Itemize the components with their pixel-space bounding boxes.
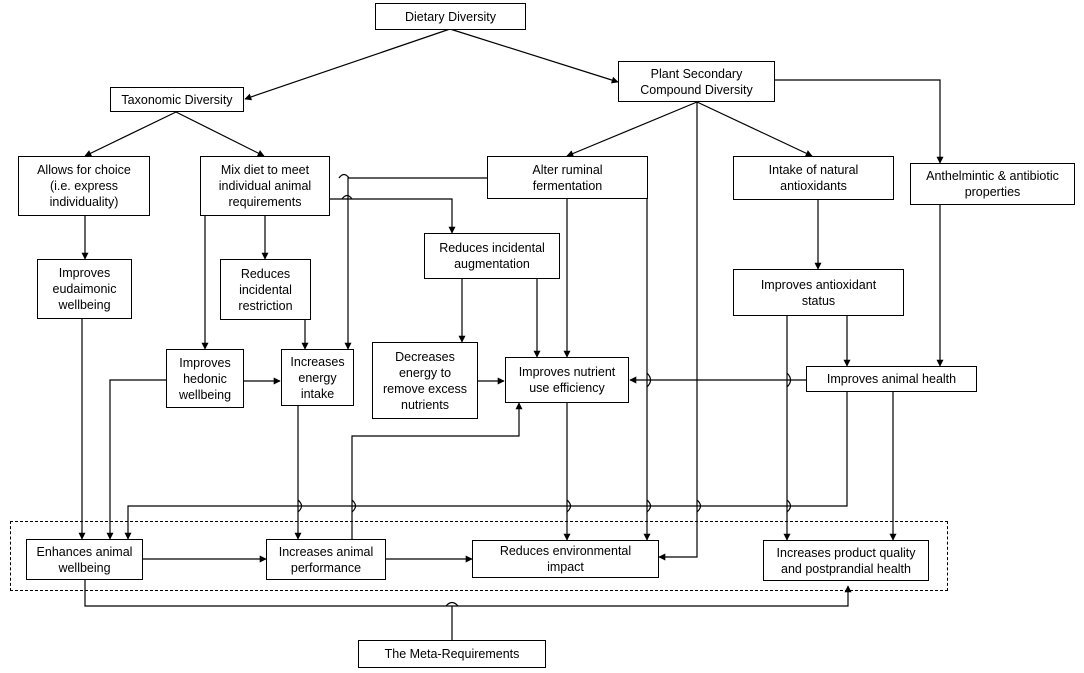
meta-requirements-group xyxy=(10,521,948,591)
edge-psc-to-antioxidants xyxy=(696,101,813,157)
node-decreases-energy: Decreases energy to remove excess nutrie… xyxy=(372,342,478,419)
edge-dietary-to-taxonomic xyxy=(244,28,451,101)
edge-ruminal-to-energyintake xyxy=(344,177,487,350)
node-intake-natural-antioxidants: Intake of natural antioxidants xyxy=(733,156,894,200)
node-reduces-environmental-impact: Reduces environmental impact xyxy=(472,540,659,578)
jump-mark xyxy=(696,499,702,513)
jump-mark xyxy=(341,194,353,200)
edge-taxonomic-to-choice xyxy=(84,111,177,157)
node-anthelmintic-antibiotic: Anthelmintic & antibiotic properties xyxy=(910,163,1075,205)
node-improves-nutrient-use-efficiency: Improves nutrient use efficiency xyxy=(505,357,629,403)
edge-psc-to-impact xyxy=(658,102,698,561)
edge-psc-to-ruminal xyxy=(566,101,698,157)
edge-mixdiet-to-augmentation xyxy=(330,198,456,234)
node-increases-energy-intake: Increases energy intake xyxy=(281,349,354,406)
node-plant-secondary-compound-diversity: Plant Secondary Compound Diversity xyxy=(618,61,775,102)
edge-performance-to-nutrient xyxy=(351,402,523,540)
node-enhances-animal-wellbeing: Enhances animal wellbeing xyxy=(26,539,143,580)
jump-mark xyxy=(566,499,572,513)
node-dietary-diversity: Dietary Diversity xyxy=(375,3,526,30)
edge-psc-to-anthelmintic xyxy=(775,79,944,164)
jump-mark xyxy=(351,499,357,513)
node-mix-diet: Mix diet to meet individual animal requi… xyxy=(200,156,330,216)
jump-mark xyxy=(646,372,652,388)
node-increases-product-quality: Increases product quality and postprandi… xyxy=(763,540,929,581)
node-improves-animal-health: Improves animal health xyxy=(806,366,977,392)
jump-mark xyxy=(445,601,459,607)
edge-meta-links xyxy=(84,580,852,607)
node-taxonomic-diversity: Taxonomic Diversity xyxy=(110,87,244,112)
node-increases-animal-performance: Increases animal performance xyxy=(266,539,386,580)
edge-dietary-to-psc xyxy=(449,28,619,84)
jump-mark xyxy=(786,499,792,513)
edge-health-to-wellbeing xyxy=(124,392,848,540)
jump-mark xyxy=(297,499,303,513)
jump-mark xyxy=(786,372,792,388)
edge-hedonic-to-wellbeing xyxy=(106,379,166,540)
node-reduces-incidental-restriction: Reduces incidental restriction xyxy=(220,259,311,320)
node-improves-hedonic-wellbeing: Improves hedonic wellbeing xyxy=(166,349,244,408)
jump-mark xyxy=(646,499,652,513)
jump-mark xyxy=(338,173,350,179)
node-improves-antioxidant-status: Improves antioxidant status xyxy=(733,269,904,316)
edge-taxonomic-to-mixdiet xyxy=(175,111,265,157)
node-allows-for-choice: Allows for choice (i.e. express individu… xyxy=(18,156,150,216)
node-reduces-incidental-augmentation: Reduces incidental augmentation xyxy=(424,233,560,279)
node-alter-ruminal-fermentation: Alter ruminal fermentation xyxy=(487,156,648,199)
node-improves-eudaimonic-wellbeing: Improves eudaimonic wellbeing xyxy=(37,259,132,319)
node-the-meta-requirements: The Meta-Requirements xyxy=(358,640,546,668)
